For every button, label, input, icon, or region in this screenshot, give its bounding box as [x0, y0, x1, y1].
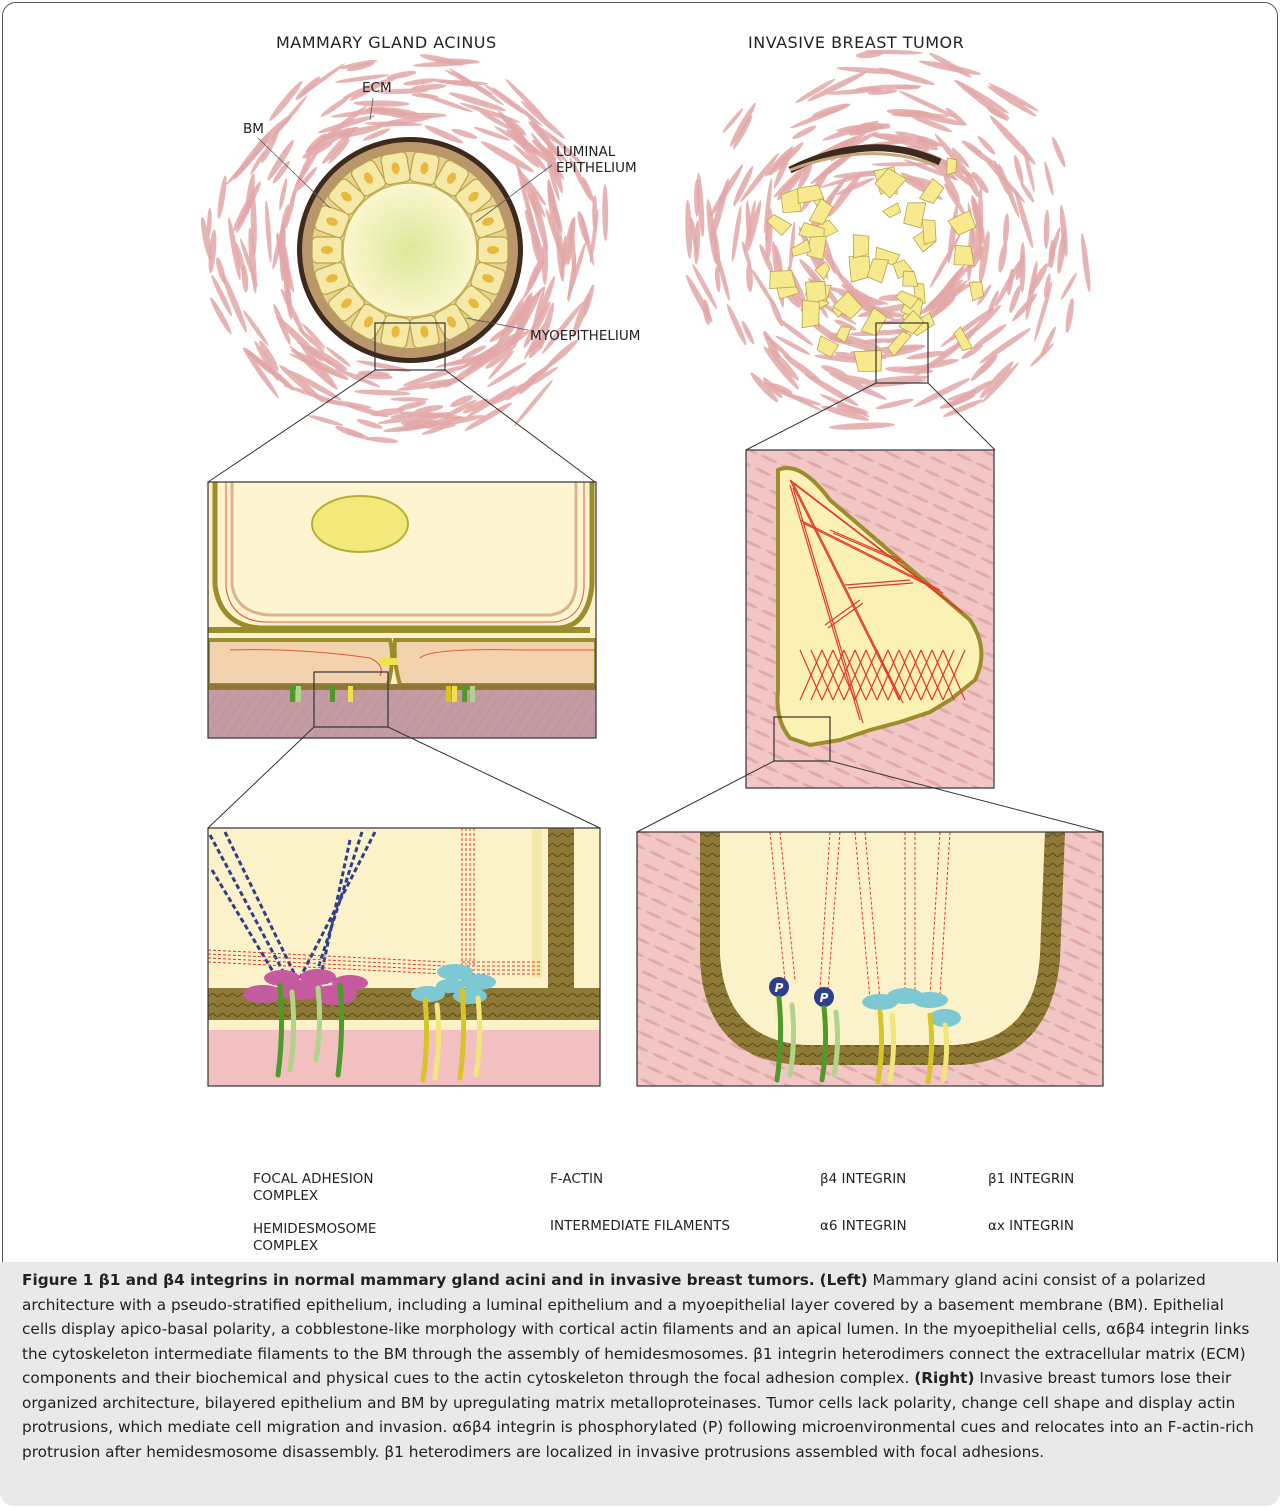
legend-factin: F-ACTIN	[550, 1171, 603, 1188]
legend-ax: αx INTEGRIN	[988, 1218, 1074, 1235]
acinus	[297, 137, 523, 363]
caption-right-tag: (Right)	[914, 1369, 974, 1387]
figure-caption: Figure 1 β1 and β4 integrins in normal m…	[22, 1268, 1260, 1464]
legend-hemi-2: COMPLEX	[253, 1238, 318, 1255]
middle-left-panel	[208, 482, 596, 738]
legend-focal-2: COMPLEX	[253, 1188, 318, 1205]
legend-b4: β4 INTEGRIN	[820, 1171, 906, 1188]
bottom-right-panel: P P	[637, 832, 1103, 1086]
caption-fig-number: Figure 1 β1 and β4 integrins in normal m…	[22, 1271, 815, 1289]
svg-text:P: P	[775, 981, 784, 995]
middle-right-panel	[746, 450, 994, 788]
label-luminal-1: LUMINAL	[556, 144, 615, 160]
legend-hemi-1: HEMIDESMOSOME	[253, 1221, 376, 1238]
right-ecm-fibers	[683, 49, 1092, 431]
label-bm: BM	[243, 121, 264, 137]
legend-focal-1: FOCAL ADHESION	[253, 1171, 373, 1188]
label-ecm: ECM	[362, 80, 392, 96]
legend-b1: β1 INTEGRIN	[988, 1171, 1074, 1188]
legend-a6: α6 INTEGRIN	[820, 1218, 907, 1235]
label-luminal-2: EPITHELIUM	[556, 160, 637, 176]
label-myoepithelium: MYOEPITHELIUM	[530, 328, 640, 344]
legend-intermediate: INTERMEDIATE FILAMENTS	[550, 1218, 730, 1235]
svg-text:P: P	[820, 991, 829, 1005]
bottom-left-panel	[208, 828, 600, 1090]
diagram-svg: P P	[0, 0, 1282, 1130]
caption-left-tag: (Left)	[820, 1271, 868, 1289]
